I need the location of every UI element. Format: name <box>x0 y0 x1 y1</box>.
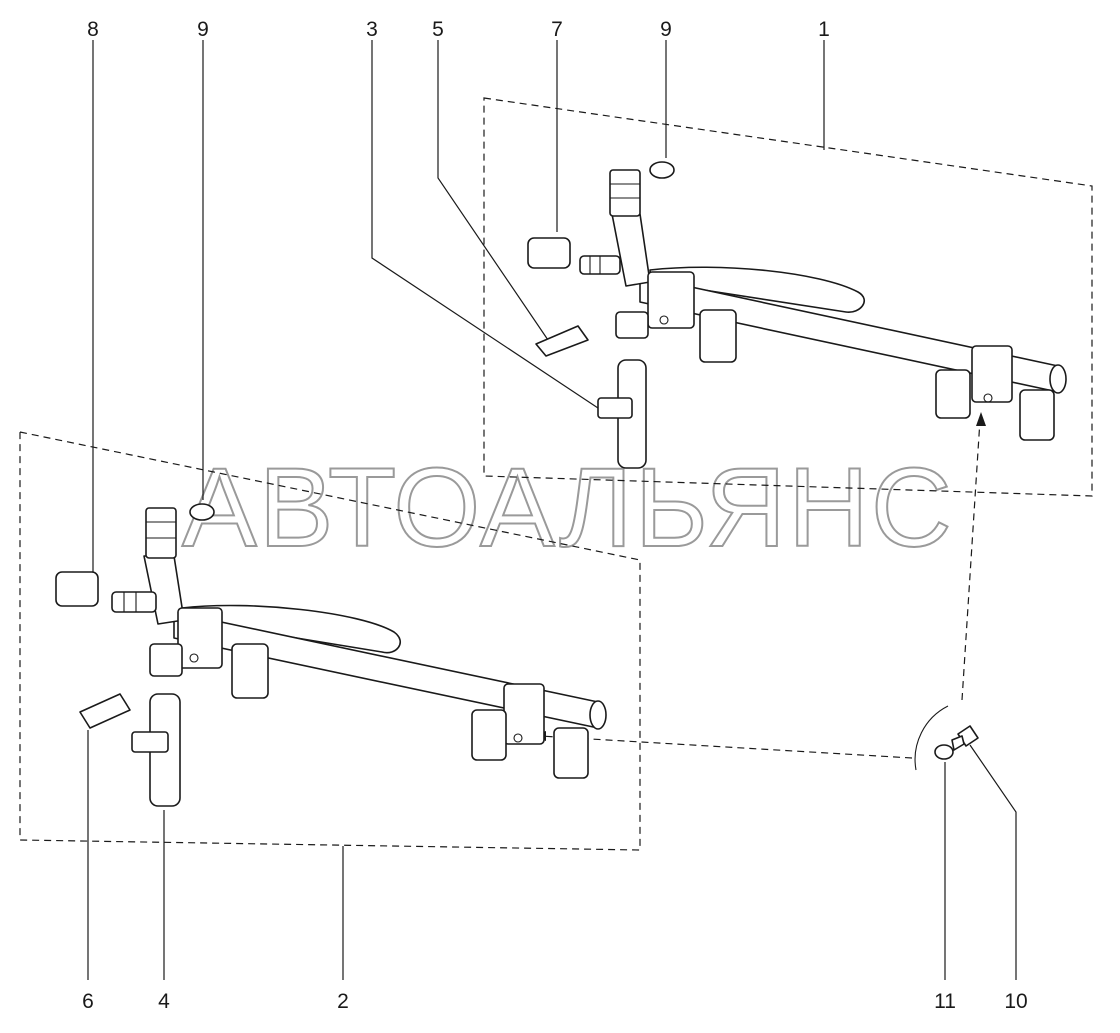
callout-1: 1 <box>818 18 830 41</box>
retaining-clip-upper <box>535 325 589 357</box>
assembly-1-boundary <box>483 97 1093 497</box>
callout-10: 10 <box>1004 990 1027 1013</box>
callout-5: 5 <box>432 18 444 41</box>
fuel-rail-assembly-1 <box>527 161 1067 469</box>
seal-washer-lower <box>189 503 215 521</box>
callout-4: 4 <box>158 990 170 1013</box>
callout-9-right: 9 <box>660 18 672 41</box>
callout-2: 2 <box>337 990 349 1013</box>
watermark: АВТОАЛЬЯНС <box>182 445 954 570</box>
fitting-nut-lower <box>55 571 99 607</box>
callout-9-left: 9 <box>197 18 209 41</box>
leader-lines <box>87 40 1017 980</box>
callouts-top: 8 9 3 5 7 9 1 <box>87 18 830 41</box>
seal-washer-upper <box>649 161 675 179</box>
fitting-nut-upper <box>527 237 571 269</box>
callout-3: 3 <box>366 18 378 41</box>
spring-washer <box>934 744 954 760</box>
callout-6: 6 <box>82 990 94 1013</box>
mounting-hardware <box>934 725 979 760</box>
retaining-clip-lower <box>79 693 131 729</box>
callout-11: 11 <box>934 990 956 1013</box>
assembly-2-boundary <box>19 431 641 851</box>
callout-8: 8 <box>87 18 99 41</box>
callouts-bottom: 6 4 2 11 10 <box>82 990 1028 1013</box>
callout-7: 7 <box>551 18 563 41</box>
fuel-rail-assembly-2 <box>55 503 607 807</box>
